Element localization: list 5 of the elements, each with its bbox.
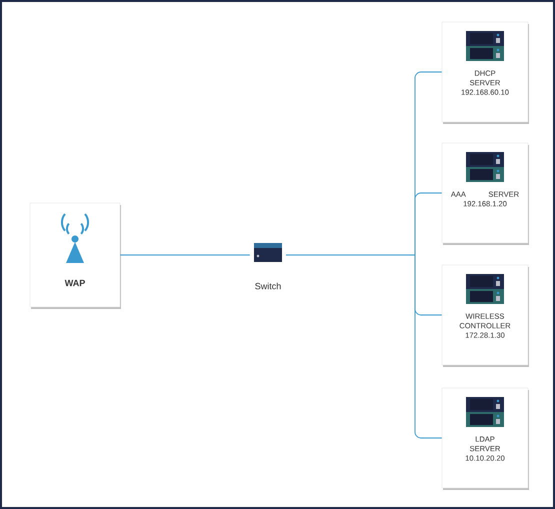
connector-line: [286, 254, 442, 438]
connector-line: [120, 254, 250, 256]
access-point-box: WAP: [30, 202, 121, 309]
switch: Switch: [254, 243, 282, 290]
node-label: Switch: [255, 282, 281, 290]
